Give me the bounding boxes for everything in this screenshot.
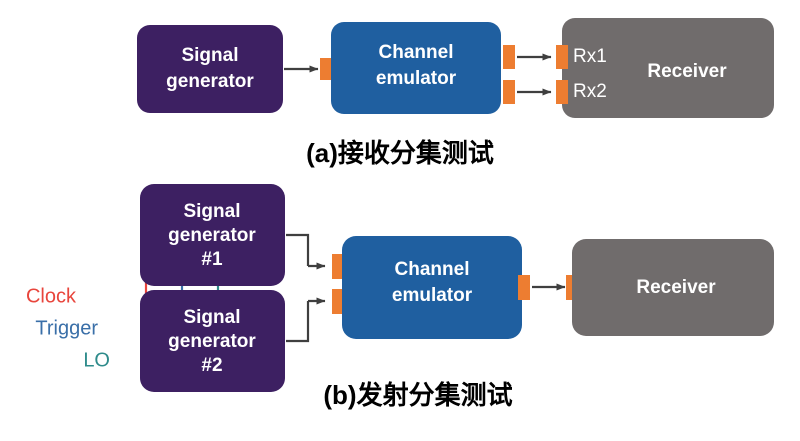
connector-siggen2-to-emulator (286, 301, 310, 343)
sync-label-trigger: Trigger (35, 317, 98, 339)
port-emulator-output-2-a (503, 80, 515, 104)
signal-generator-a-line1: Signal (181, 45, 238, 66)
caption-panel-a: (a)接收分集测试 (306, 138, 494, 168)
channel-emulator-b-line1: Channel (395, 259, 470, 280)
connector-siggen1-to-emulator (286, 233, 310, 266)
signal-generator-1-line1: Signal (183, 201, 240, 222)
port-receiver-rx1 (556, 45, 568, 69)
port-emulator-input-2-b (332, 289, 344, 314)
signal-generator-2-line3: #2 (201, 355, 222, 376)
caption-panel-b: (b)发射分集测试 (323, 380, 512, 410)
port-emulator-input-1-b (332, 254, 344, 279)
sync-label-lo: LO (83, 349, 110, 371)
sync-label-clock: Clock (26, 285, 77, 307)
signal-generator-2-line1: Signal (183, 307, 240, 328)
signal-generator-1-line2: generator (168, 225, 256, 246)
receiver-a-label: Receiver (647, 61, 727, 82)
block-signal-generator-a (137, 25, 283, 113)
port-emulator-input-a (320, 58, 332, 80)
receiver-port-label-rx1: Rx1 (573, 46, 607, 67)
block-signal-generator-2 (140, 290, 285, 392)
block-channel-emulator-a (331, 22, 501, 114)
channel-emulator-a-line2: emulator (376, 68, 457, 89)
signal-generator-a-line2: generator (166, 71, 254, 92)
signal-generator-1-line3: #1 (201, 249, 223, 270)
channel-emulator-a-line1: Channel (379, 42, 454, 63)
port-emulator-output-b (518, 275, 530, 300)
port-receiver-rx2 (556, 80, 568, 104)
block-channel-emulator-b (342, 236, 522, 339)
channel-emulator-b-line2: emulator (392, 285, 473, 306)
port-emulator-output-1-a (503, 45, 515, 69)
receiver-port-label-rx2: Rx2 (573, 81, 607, 102)
signal-generator-2-line2: generator (168, 331, 256, 352)
receiver-b-label: Receiver (636, 277, 716, 298)
block-receiver-b (572, 239, 774, 336)
block-receiver-a (562, 18, 774, 118)
block-signal-generator-1 (140, 184, 285, 286)
